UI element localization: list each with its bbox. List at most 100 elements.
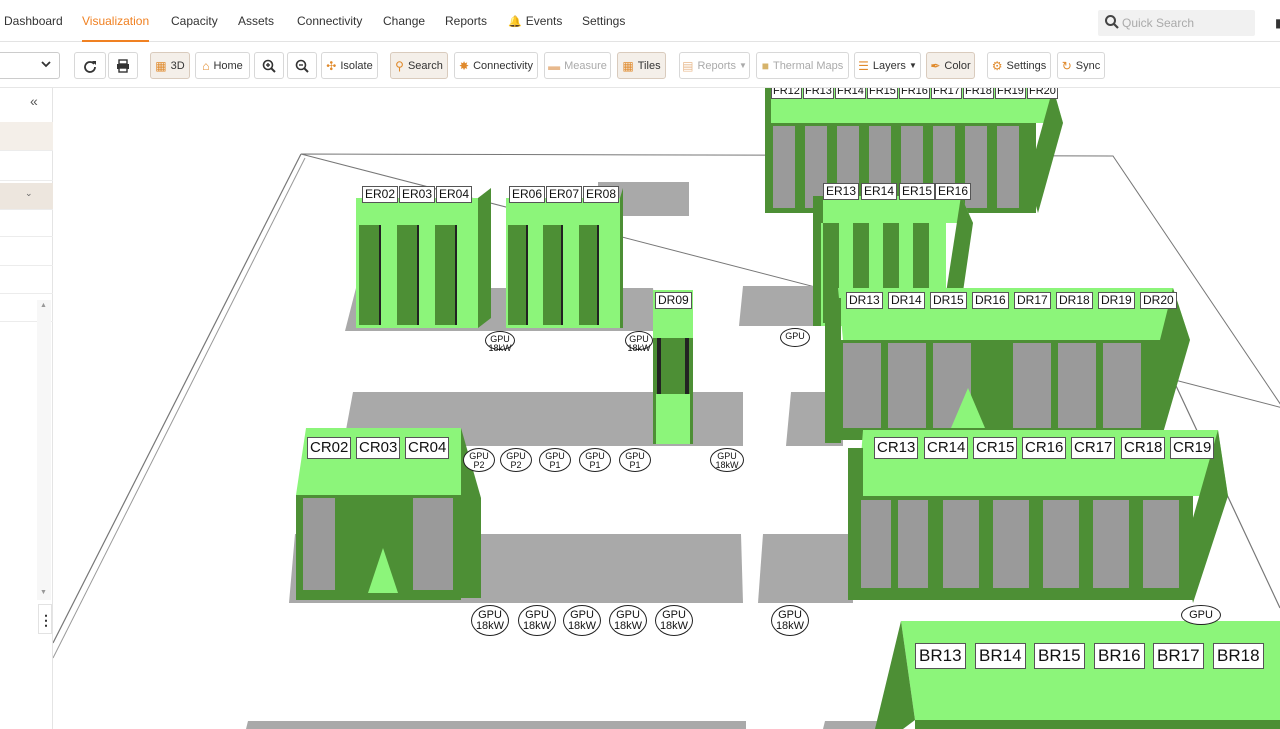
nav-visualization[interactable]: Visualization <box>82 0 150 42</box>
rack-label[interactable]: DR19 <box>1098 292 1135 309</box>
rack-label[interactable]: ER06 <box>509 186 546 203</box>
gpu-marker[interactable]: GPU <box>780 328 810 347</box>
rack-label[interactable]: DR09 <box>655 292 692 309</box>
gpu-marker[interactable]: GPU <box>1181 605 1221 625</box>
reports-button[interactable]: ▤Reports▼ <box>679 52 750 79</box>
3d-button[interactable]: ▦3D <box>150 52 190 79</box>
rack-label[interactable]: ER08 <box>583 186 620 203</box>
rack-label[interactable]: CR02 <box>307 437 352 459</box>
layers-button[interactable]: ☰Layers▼ <box>854 52 921 79</box>
rack-label[interactable]: BR18 <box>1213 643 1264 669</box>
rack-label[interactable]: FR16 <box>899 88 930 99</box>
nav-assets[interactable]: Assets <box>238 14 275 28</box>
panel-row[interactable] <box>0 266 53 294</box>
quick-search-input[interactable] <box>1122 13 1250 33</box>
rack-label[interactable]: ER13 <box>823 183 860 200</box>
rack-label[interactable]: CR13 <box>874 437 919 459</box>
rack-label[interactable]: DR18 <box>1056 292 1093 309</box>
rack-label[interactable]: CR19 <box>1170 437 1215 459</box>
view-select[interactable] <box>0 52 60 79</box>
rack-label[interactable]: ER07 <box>546 186 583 203</box>
nav-settings[interactable]: Settings <box>582 14 626 28</box>
settings-button[interactable]: ⚙Settings <box>987 52 1051 79</box>
nav-reports[interactable]: Reports <box>445 14 488 28</box>
3d-floor-view[interactable]: FR12 FR13 FR14 FR15 FR16 FR17 FR18 FR19 … <box>53 88 1280 729</box>
quick-search[interactable] <box>1098 10 1255 36</box>
rack-label[interactable]: FR12 <box>771 88 802 99</box>
rack-label[interactable]: BR14 <box>975 643 1026 669</box>
rack-label[interactable]: CR03 <box>356 437 401 459</box>
rack-label[interactable]: FR13 <box>803 88 834 99</box>
scroll-down-icon[interactable]: ▼ <box>40 589 47 596</box>
nav-capacity[interactable]: Capacity <box>171 14 218 28</box>
panel-row-expanded[interactable]: ⌄ <box>0 183 53 210</box>
refresh-button[interactable] <box>74 52 106 79</box>
rack-label[interactable]: DR14 <box>888 292 925 309</box>
rack-label[interactable]: BR13 <box>915 643 966 669</box>
rack-label[interactable]: CR17 <box>1071 437 1116 459</box>
rack-label[interactable]: ER16 <box>935 183 972 200</box>
rack-label[interactable]: FR20 <box>1027 88 1058 99</box>
rack-label[interactable]: DR20 <box>1140 292 1177 309</box>
rack-label[interactable]: FR18 <box>963 88 994 99</box>
print-button[interactable] <box>108 52 138 79</box>
thermal-maps-button[interactable]: ■Thermal Maps <box>756 52 849 79</box>
nav-events[interactable]: 🔔Events <box>508 0 562 42</box>
rack-label[interactable]: BR17 <box>1153 643 1204 669</box>
panel-row[interactable] <box>0 238 53 266</box>
panel-row[interactable] <box>0 294 53 322</box>
nav-connectivity[interactable]: Connectivity <box>297 14 363 28</box>
rack-label[interactable]: CR18 <box>1121 437 1166 459</box>
rack-label[interactable]: DR15 <box>930 292 967 309</box>
measure-button[interactable]: ▬Measure <box>544 52 611 79</box>
rack-label[interactable]: FR19 <box>995 88 1026 99</box>
rack-label[interactable]: FR15 <box>867 88 898 99</box>
panel-row[interactable] <box>0 122 53 151</box>
panel-row[interactable] <box>0 151 53 181</box>
rack-label[interactable]: CR14 <box>924 437 969 459</box>
user-icon[interactable]: ▮ <box>1275 16 1280 30</box>
rack-label[interactable]: ER02 <box>362 186 399 203</box>
rack-label[interactable]: DR13 <box>846 292 883 309</box>
rack-label[interactable]: ER15 <box>899 183 936 200</box>
rack-label[interactable]: BR15 <box>1034 643 1085 669</box>
isolate-button[interactable]: ✣Isolate <box>321 52 378 79</box>
rack-label[interactable]: ER03 <box>399 186 436 203</box>
nav-dashboard[interactable]: Dashboard <box>4 14 63 28</box>
scroll-up-icon[interactable]: ▲ <box>40 302 47 309</box>
home-button[interactable]: ⌂Home <box>195 52 250 79</box>
collapse-panel-icon[interactable]: « <box>30 93 38 109</box>
more-options-icon[interactable]: ⋮ <box>38 604 53 634</box>
rack-label[interactable]: DR17 <box>1014 292 1051 309</box>
rack-label[interactable]: FR14 <box>835 88 866 99</box>
rack-label[interactable]: CR16 <box>1022 437 1067 459</box>
nav-change[interactable]: Change <box>383 14 426 28</box>
color-button[interactable]: ✒Color <box>926 52 975 79</box>
rack-label[interactable]: FR17 <box>931 88 962 99</box>
rack-label[interactable]: CR04 <box>405 437 450 459</box>
panel-scrollbar[interactable]: ▲▼ <box>37 300 51 600</box>
rack-label[interactable]: ER14 <box>861 183 898 200</box>
rack-label[interactable]: DR16 <box>972 292 1009 309</box>
connectivity-button[interactable]: ✸Connectivity <box>454 52 538 79</box>
rack-label[interactable]: ER04 <box>436 186 473 203</box>
zoom-out-button[interactable] <box>287 52 317 79</box>
panel-row[interactable] <box>0 212 53 237</box>
search-button[interactable]: ⚲Search <box>390 52 448 79</box>
rack-label[interactable]: CR15 <box>973 437 1018 459</box>
zoom-in-button[interactable] <box>254 52 284 79</box>
